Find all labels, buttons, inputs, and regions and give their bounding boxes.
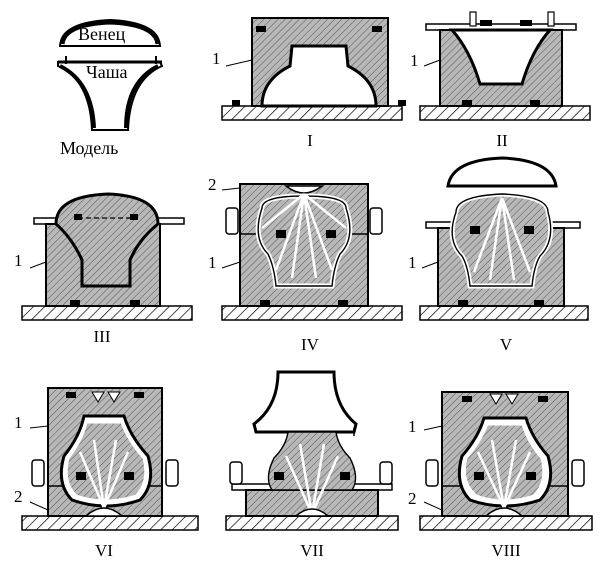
part-label-2: 2 [14,487,23,506]
stage-number: VIII [491,541,521,560]
part-label-1: 1 [14,413,23,432]
part-label-1: 1 [14,251,23,270]
stage-4: 2 1 IV [208,175,403,354]
part-label-1: 1 [410,51,419,70]
part-label-1: 1 [408,253,417,272]
stage-3: 1 III [14,192,193,346]
stage-number: VII [300,541,324,560]
part-label-2: 2 [408,489,417,508]
stage-number: VI [95,541,113,560]
part-label-1: 1 [212,49,221,68]
stage-6: 1 2 VI [14,387,199,560]
stage-number: III [94,327,111,346]
bowl-label: Чаша [86,62,128,82]
stage-number: V [500,335,513,354]
stage-number: II [496,131,508,150]
stage-7: VII [225,370,399,560]
model-group: Венец Чаша Модель [57,18,164,158]
stage-number: IV [301,335,320,354]
stage-8: 1 2 VIII [408,391,593,560]
part-label-1: 1 [208,253,217,272]
model-caption: Модель [60,138,118,158]
part-label-2: 2 [208,175,217,194]
crown-label: Венец [78,24,126,44]
crown-part [446,156,558,188]
part-label-1: 1 [408,417,417,436]
bowl-part [252,370,358,434]
stage-1: 1 I [212,17,406,150]
stage-number: I [307,131,313,150]
stage-5: 1 V [408,156,589,354]
stage-2: 1 II [410,11,591,150]
